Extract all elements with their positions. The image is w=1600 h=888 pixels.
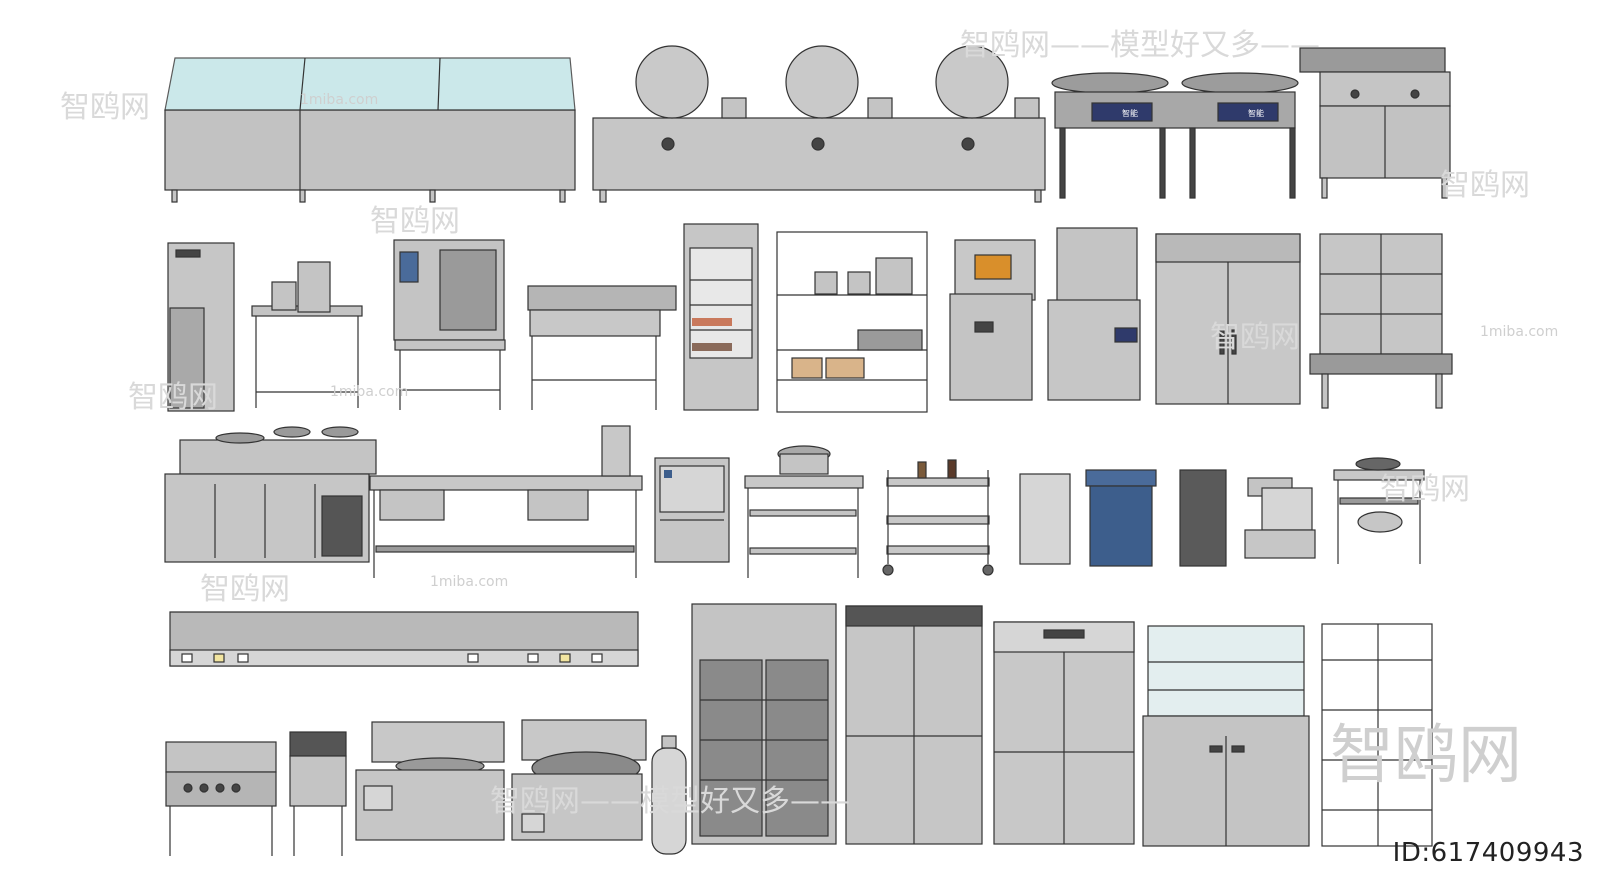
watermark-en-1: 1miba.com: [300, 92, 379, 108]
waste-bin-grey: [1019, 473, 1071, 565]
four-door-fridge: [993, 621, 1135, 845]
glass-door-fridge-tall: [691, 603, 837, 845]
double-griddle-stations: 智能 智能: [1051, 72, 1299, 199]
griddle-label-right: 智能: [1248, 108, 1264, 118]
dark-storage-column: [1179, 469, 1227, 567]
tilting-kettle-row: [592, 45, 1046, 203]
griddle-label-left: 智能: [1122, 108, 1138, 118]
watermark-cn-7: 智鸥网: [200, 572, 290, 607]
waste-bin-blue: [1085, 469, 1157, 567]
hood-type-dishwasher: [1047, 227, 1141, 401]
lift-top-dishwasher: [949, 239, 1036, 401]
four-door-fridge-dark-top: [845, 605, 983, 845]
watermark-slogan-top: 智鸥网——模型好又多——: [960, 28, 1320, 63]
watermark-cn-4: 智鸥网: [1210, 320, 1300, 355]
display-chiller: [683, 223, 759, 411]
watermark-en-4: 1miba.com: [430, 574, 509, 590]
small-fryer-on-stand: [289, 731, 347, 856]
water-dispenser: [167, 242, 235, 412]
countertop-boiler-on-table: [251, 261, 363, 408]
asset-id: ID:617409943: [1392, 838, 1584, 868]
chafing-dish-on-table: [744, 445, 864, 578]
watermark-cn-6: 智鸥网: [1380, 472, 1470, 507]
bain-marie-display-counter: [164, 57, 576, 203]
large-wok-range: [511, 719, 647, 841]
exhaust-hood: [169, 611, 639, 667]
watermark-cn-large: 智鸥网: [1330, 719, 1522, 793]
watermark-cn-5: 智鸥网: [128, 380, 218, 415]
watermark-en-3: 1miba.com: [330, 384, 409, 400]
watermark-cn-3: 智鸥网: [1440, 168, 1530, 203]
display-cabinet-with-base: [1142, 625, 1310, 847]
rice-steamer-cabinet: [1309, 233, 1453, 409]
sink-tables-pair: [369, 425, 643, 578]
ice-maker: [654, 457, 730, 563]
four-burner-range: [165, 741, 277, 856]
pan-rack-trolley: [1321, 623, 1433, 847]
service-trolley: [882, 459, 994, 576]
double-stockpot-stand: [1333, 457, 1425, 564]
watermark-en-2: 1miba.com: [1480, 324, 1559, 340]
triple-sink-table: [527, 285, 677, 410]
watermark-cn-2: 智鸥网: [370, 204, 460, 239]
stockpot-range: [1244, 477, 1316, 559]
fryer-range: [1299, 47, 1451, 199]
four-door-upright-fridge-top: [1155, 233, 1301, 405]
wok-range: [355, 721, 505, 841]
gas-cylinder: [651, 735, 687, 855]
watermark-cn-1: 智鸥网: [60, 90, 150, 125]
combi-oven-on-stand: [393, 239, 506, 410]
watermark-slogan-bottom: 智鸥网——模型好又多——: [490, 784, 850, 819]
wire-storage-rack: [776, 231, 928, 413]
prep-refrigerator-with-pans: [164, 426, 377, 563]
